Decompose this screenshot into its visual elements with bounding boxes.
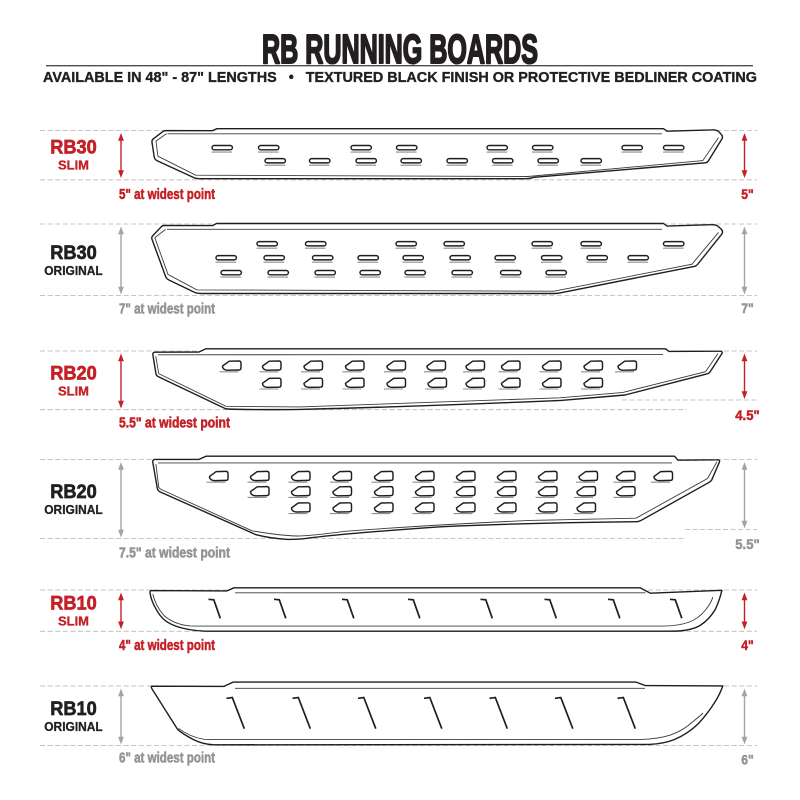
svg-text:5.5" at widest point: 5.5" at widest point (119, 416, 230, 432)
svg-text:6": 6" (741, 751, 754, 767)
svg-text:SLIM: SLIM (58, 613, 89, 628)
svg-text:5.5": 5.5" (735, 536, 760, 552)
svg-text:SLIM: SLIM (58, 157, 89, 172)
svg-text:RB30: RB30 (50, 137, 97, 159)
svg-text:ORIGINAL: ORIGINAL (44, 263, 103, 278)
svg-text:4.5": 4.5" (735, 407, 760, 423)
svg-text:SLIM: SLIM (58, 384, 89, 399)
svg-text:RB20: RB20 (50, 481, 97, 503)
svg-text:7.5" at widest point: 7.5" at widest point (119, 546, 230, 562)
svg-text:ORIGINAL: ORIGINAL (44, 502, 103, 517)
svg-text:4": 4" (741, 637, 754, 653)
svg-text:ORIGINAL: ORIGINAL (44, 719, 103, 734)
svg-text:4" at widest point: 4" at widest point (119, 638, 215, 654)
svg-text:RB30: RB30 (50, 242, 97, 264)
svg-text:5" at widest point: 5" at widest point (119, 187, 215, 203)
svg-text:7" at widest point: 7" at widest point (119, 302, 215, 318)
svg-text:6" at widest point: 6" at widest point (119, 751, 215, 767)
svg-text:AVAILABLE IN 48" - 87" LENGTHS: AVAILABLE IN 48" - 87" LENGTHS • TEXTURE… (43, 70, 757, 86)
svg-text:RB RUNNING BOARDS: RB RUNNING BOARDS (262, 26, 538, 72)
svg-text:RB10: RB10 (50, 698, 97, 720)
svg-text:RB20: RB20 (50, 363, 97, 385)
svg-text:7": 7" (741, 300, 754, 316)
svg-text:5": 5" (741, 186, 754, 202)
svg-text:RB10: RB10 (50, 593, 97, 615)
